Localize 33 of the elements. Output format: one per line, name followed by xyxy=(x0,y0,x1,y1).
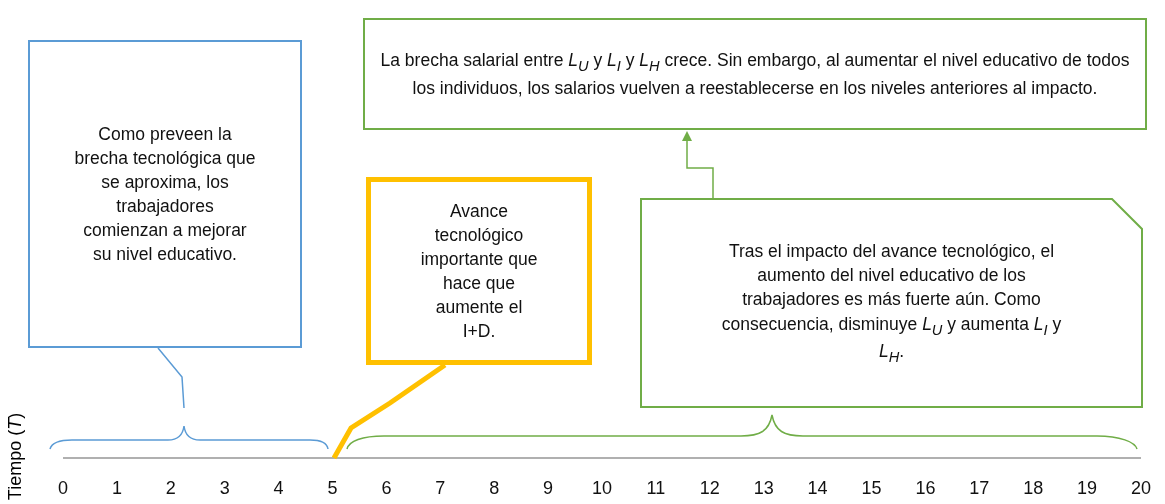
tick-label: 15 xyxy=(860,478,883,499)
tick-label: 19 xyxy=(1076,478,1099,499)
event-box xyxy=(366,177,592,365)
tick-label: 7 xyxy=(434,478,447,499)
note-box xyxy=(28,40,302,348)
tick-label: 3 xyxy=(218,478,231,499)
tick-label: 8 xyxy=(488,478,501,499)
tick-label: 10 xyxy=(591,478,613,499)
leader-line xyxy=(331,362,447,460)
tick-label: 0 xyxy=(57,478,69,499)
axis-title: Tiempo (T) xyxy=(4,411,26,503)
result-text: La brecha salarial entre L$_{U}$ y L$_{I}$ y L$_{H}$ crece. Sin embargo, al aumentar el nivel educativo de todos los individuos, los salarios vuelven a reestablecerse en los niveles anteriores al impacto. xyxy=(379,49,1131,100)
result-box xyxy=(363,18,1147,130)
tick-label: 9 xyxy=(542,478,555,499)
tick-label: 20 xyxy=(1130,478,1152,499)
tick-label: 2 xyxy=(164,478,177,499)
note-text: Avance tecnológico importante que hace que aumente el I+D. xyxy=(419,199,539,344)
tick-label: 13 xyxy=(752,478,775,499)
tick-label: 17 xyxy=(968,478,991,499)
arrow xyxy=(682,131,714,199)
leader-line xyxy=(157,347,185,409)
tick-label: 4 xyxy=(272,478,285,499)
tick-label: 16 xyxy=(914,478,937,499)
tick-label: 5 xyxy=(326,478,339,499)
tick-label: 6 xyxy=(380,478,393,499)
note-card xyxy=(640,198,1143,408)
tick-label: 12 xyxy=(698,478,721,499)
tick-label: 1 xyxy=(110,478,123,499)
tick-label: 14 xyxy=(806,478,829,499)
note-text: Tras el impacto del avance tecnológico, el aumento del nivel educativo de los trabajadores es más fuerte aún. Como consecuencia, disminuye L$_{U}$ y aumenta L$_{I}$ y L$_{H}$. xyxy=(720,240,1063,367)
tick-label: 18 xyxy=(1022,478,1045,499)
note-text: Como preveen la brecha tecnológica que se aproxima, los trabajadores comienzan a mejorar su nivel educativo. xyxy=(73,122,257,267)
tick-label: 11 xyxy=(645,478,667,499)
